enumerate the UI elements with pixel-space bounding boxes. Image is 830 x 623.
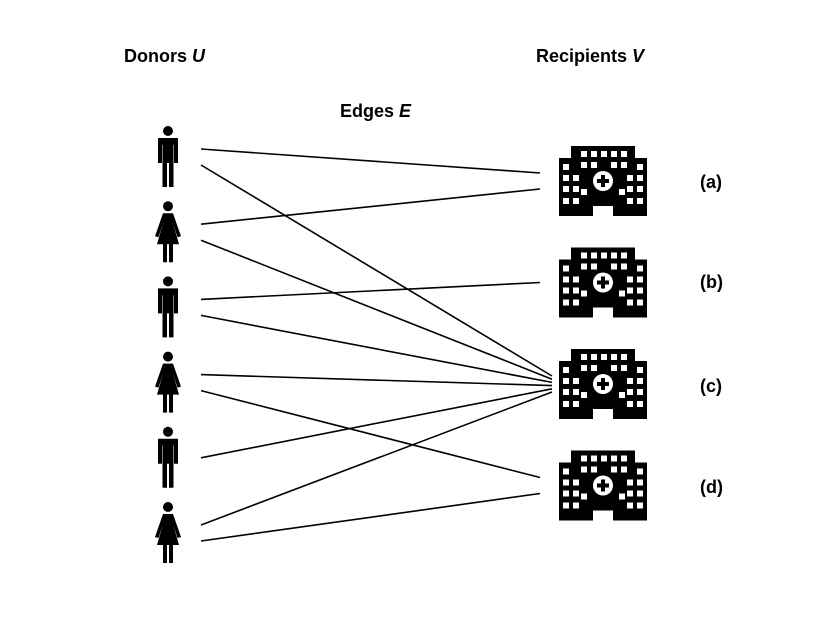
- man-icon: [158, 126, 178, 187]
- recipient-label-c: (c): [700, 376, 722, 396]
- edge-line: [200, 373, 553, 387]
- donors-set-symbol: U: [192, 46, 206, 66]
- edge-line: [200, 281, 541, 301]
- edges-header-text: Edges: [340, 101, 400, 121]
- recipients-set-symbol: V: [632, 46, 645, 66]
- hospital-icon: [559, 146, 647, 216]
- woman-icon: [155, 201, 181, 263]
- recipient-label-b: (b): [700, 272, 723, 292]
- recipient-label-d: (d): [700, 477, 723, 497]
- donors-header-text: Donors: [124, 46, 193, 66]
- recipients-header-text: Recipients: [536, 46, 633, 66]
- recipients-header: Recipients V: [536, 46, 644, 67]
- edges-layer: [200, 148, 553, 542]
- edge-line: [200, 391, 553, 526]
- edge-line: [200, 492, 541, 542]
- donors-layer: [155, 126, 181, 563]
- edge-line: [200, 314, 553, 384]
- hospital-icon: [559, 450, 647, 521]
- donors-header: Donors U: [124, 46, 205, 67]
- man-icon: [158, 426, 178, 488]
- edges-header: Edges E: [340, 101, 411, 122]
- edge-line: [200, 148, 541, 174]
- hospital-icon: [559, 247, 647, 318]
- edge-line: [200, 388, 553, 459]
- man-icon: [158, 276, 178, 338]
- woman-icon: [155, 502, 181, 563]
- woman-icon: [155, 351, 181, 413]
- edges-set-symbol: E: [399, 101, 412, 121]
- recipient-label-a: (a): [700, 172, 722, 192]
- edge-line: [200, 164, 553, 377]
- edge-line: [200, 239, 553, 380]
- edge-line: [200, 188, 541, 225]
- edge-line: [200, 389, 541, 479]
- recipients-layer: [559, 146, 647, 521]
- hospital-icon: [559, 349, 647, 419]
